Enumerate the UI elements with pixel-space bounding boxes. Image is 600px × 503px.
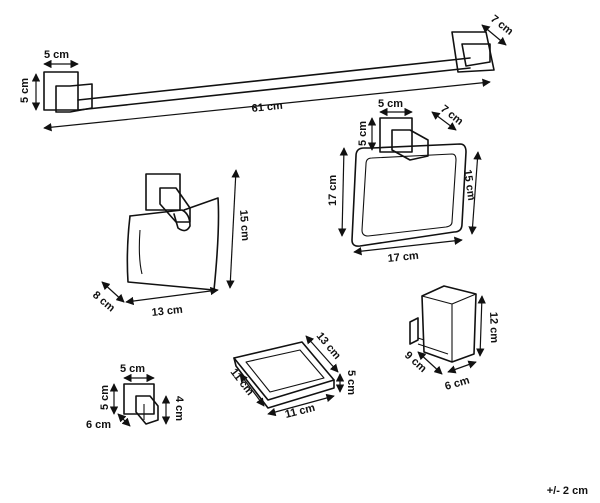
- soap-dish-width-dim: [267, 393, 335, 417]
- towel-bar-left-post: [55, 83, 93, 113]
- tumbler-holder-width-label: 6 cm: [444, 374, 472, 393]
- tolerance-note: +/- 2 cm: [546, 485, 588, 497]
- towel-ring-outer-width-label: 17 cm: [387, 250, 419, 265]
- paper-holder: 15 cm 13 cm 8 cm: [90, 169, 251, 319]
- paper-holder-width-label: 13 cm: [151, 304, 183, 319]
- towel-bar-left-mount: [43, 71, 79, 111]
- robe-hook-width-label: 5 cm: [120, 363, 145, 375]
- towel-ring-inner-height-label: 15 cm: [461, 169, 477, 202]
- towel-bar-mount-height-label: 5 cm: [19, 78, 31, 103]
- tumbler-holder-mount: [409, 317, 419, 345]
- soap-dish-depth-label: 11 cm: [228, 366, 256, 398]
- towel-ring-depth-dim: [431, 111, 457, 131]
- tumbler-holder-depth-dim: [417, 351, 443, 375]
- robe-hook-hook-height-label: 4 cm: [173, 396, 185, 421]
- towel-bar-right-post: [461, 43, 491, 67]
- towel-bar-mount-width-label: 5 cm: [44, 49, 69, 61]
- towel-bar: 5 cm 5 cm 61 cm 7 cm: [19, 13, 515, 132]
- towel-ring-inner: [361, 153, 457, 237]
- towel-bar-length-dim: [43, 78, 491, 132]
- soap-dish-height-label: 5 cm: [345, 370, 357, 395]
- paper-holder-curve: [138, 229, 143, 275]
- robe-hook-depth-dim: [117, 413, 131, 427]
- paper-holder-mount: [145, 173, 181, 211]
- robe-hook-height-label: 5 cm: [99, 385, 111, 410]
- robe-hook-mount: [123, 383, 155, 415]
- tumbler-holder-depth-label: 9 cm: [402, 349, 429, 375]
- towel-bar-right-mount: [451, 31, 495, 73]
- towel-ring-inner-height-dim: [468, 151, 482, 235]
- paper-holder-height-label: 15 cm: [237, 209, 251, 241]
- towel-ring-mount-height-label: 5 cm: [357, 121, 369, 146]
- soap-dish-length-label: 13 cm: [314, 330, 343, 362]
- tumbler-holder-ring: [417, 337, 449, 355]
- towel-ring-outer-height-label: 17 cm: [327, 175, 339, 206]
- towel-ring-depth-label: 7 cm: [438, 103, 465, 128]
- soap-dish: 13 cm 11 cm 11 cm 5 cm: [228, 330, 357, 421]
- robe-hook: 5 cm 5 cm 6 cm 4 cm: [86, 363, 185, 431]
- towel-bar-depth-dim: [481, 24, 507, 46]
- paper-holder-width-dim: [125, 286, 219, 306]
- tumbler-holder: 12 cm 9 cm 6 cm: [402, 285, 500, 393]
- towel-ring-outer-height-dim: [337, 147, 349, 237]
- paper-holder-height-dim: [226, 169, 240, 289]
- soap-dish-depth-dim: [239, 373, 265, 407]
- towel-ring-post: [391, 129, 429, 161]
- tumbler-holder-height-label: 12 cm: [487, 312, 500, 344]
- robe-hook-body: [135, 395, 159, 425]
- towel-ring: 5 cm 5 cm 7 cm 17 cm 15 cm 17 cm: [327, 98, 482, 265]
- tumbler-holder-edges: [421, 293, 477, 362]
- soap-dish-width-label: 11 cm: [284, 402, 317, 421]
- towel-ring-outer-width-dim: [353, 236, 463, 256]
- towel-bar-length-label: 61 cm: [251, 100, 283, 115]
- soap-dish-bowl: [245, 349, 325, 393]
- towel-ring-mount-width-label: 5 cm: [378, 98, 403, 110]
- soap-dish-length-dim: [305, 335, 339, 373]
- paper-holder-depth-label: 8 cm: [90, 289, 117, 314]
- tumbler-holder-width-dim: [447, 360, 477, 374]
- towel-ring-mount: [379, 117, 413, 153]
- paper-holder-roll-end: [129, 209, 191, 232]
- paper-holder-depth-dim: [101, 281, 125, 303]
- robe-hook-depth-label: 6 cm: [86, 419, 111, 431]
- tumbler-holder-height-dim: [476, 295, 486, 357]
